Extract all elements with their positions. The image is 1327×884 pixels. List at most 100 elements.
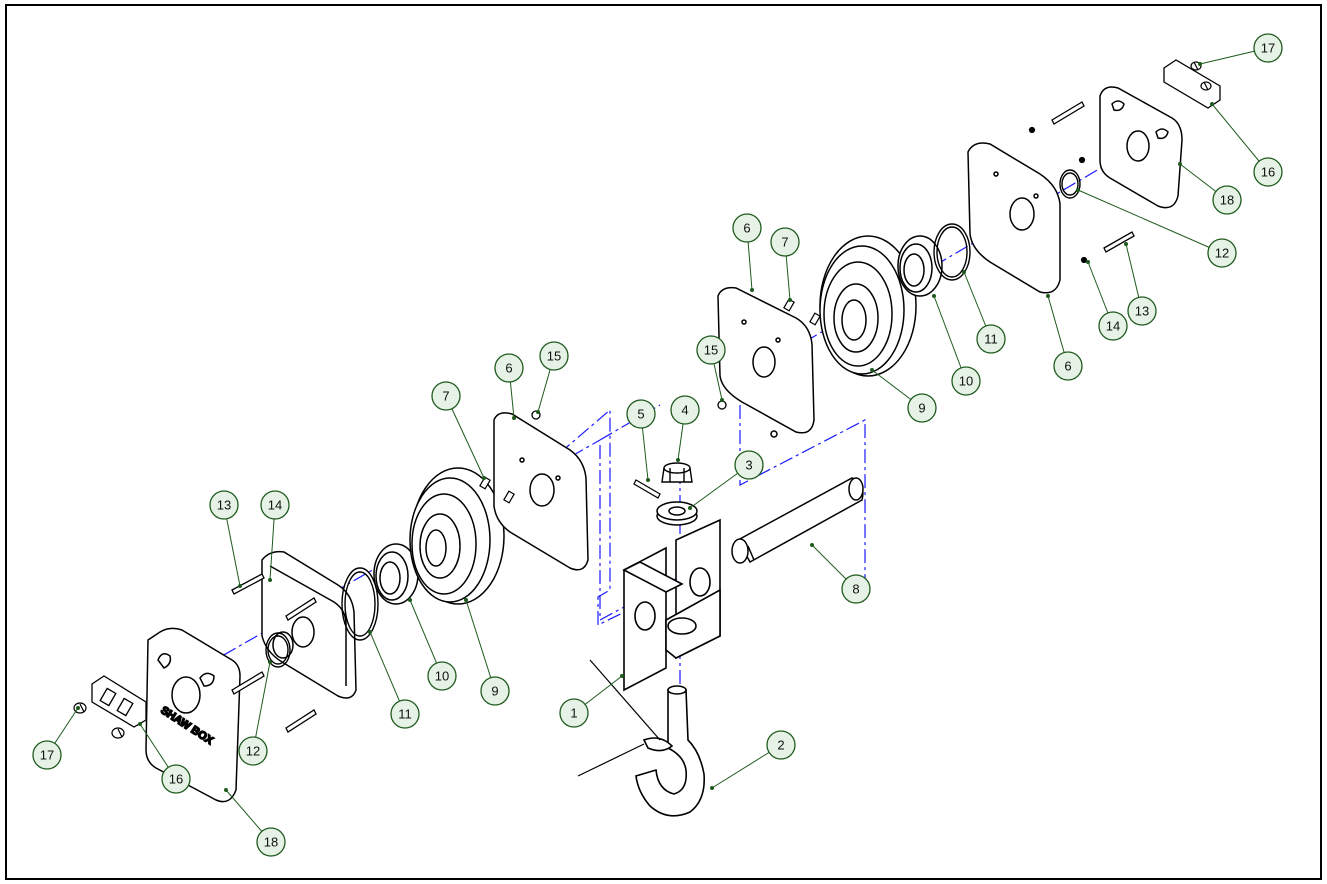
callout-leader-dot [1198,62,1202,66]
callout-label: 11 [398,707,412,722]
callout-leader-dot [368,630,372,634]
callout-15: 15 [536,341,569,414]
callout-balloon [390,699,420,729]
callout-balloon [238,736,268,766]
callout-leader-dot [720,398,724,402]
callout-balloon [256,827,286,857]
callout-1: 1 [559,674,624,728]
callout-label: 10 [959,374,973,389]
callout-leader [1077,189,1223,254]
hook-block [622,518,721,692]
callout-8: 8 [810,543,871,604]
callout-leader-dot [1178,162,1182,166]
callout-leader-dot [224,788,228,792]
callout-label: 17 [1261,41,1275,56]
callout-label: 7 [442,389,449,404]
callout-leader-dot [870,368,874,372]
callout-leader-dot [238,584,242,588]
callout-15: 15 [696,335,726,402]
callout-balloon [670,395,700,425]
callout-leader [933,295,967,382]
callout-balloon [559,698,589,728]
callout-14: 14 [1086,260,1128,341]
callout-label: 16 [169,772,183,787]
callout-label: 15 [704,343,718,358]
callout-label: 3 [745,458,752,473]
callout-balloon [209,490,239,520]
inner-right-side-plate [717,286,815,438]
callout-balloon [976,324,1006,354]
callout-label: 1 [570,706,577,721]
thrust-washer [656,501,698,526]
callout-18: 18 [224,788,286,857]
callout-14: 14 [260,490,290,582]
callout-leader-dot [408,598,412,602]
callout-balloon [626,399,656,429]
callout-balloon [260,490,290,520]
callout-label: 18 [264,835,278,850]
callout-balloon [841,574,871,604]
right-nut-15 [717,400,727,410]
callout-7: 7 [431,381,486,480]
callout-16: 16 [138,722,191,794]
callout-balloon [1207,238,1237,268]
callout-leader-dot [932,294,936,298]
callout-11: 11 [368,630,420,729]
callout-balloon [539,341,569,371]
callout-leader-dot [788,298,792,302]
callout-balloon [431,381,461,411]
callout-leader-dot [268,578,272,582]
callout-balloon [732,213,762,243]
callout-17: 17 [1198,33,1283,66]
callout-balloon [494,353,524,383]
drawing-border [5,4,1322,880]
callout-leader [369,631,406,715]
callout-leader-dot [1076,188,1080,192]
callout-13: 13 [1124,242,1157,326]
right-cover-plate [1099,86,1183,209]
callout-label: 12 [1215,246,1229,261]
callout-6: 6 [1046,294,1083,381]
callout-leader-dot [750,288,754,292]
callout-label: 11 [984,332,998,347]
left-bearing [373,543,419,605]
callout-leader-dot [710,786,714,790]
callout-label: 15 [547,349,561,364]
callout-12: 12 [1076,188,1237,268]
callout-leader-dot [482,476,486,480]
outer-right-side-plate [967,142,1061,294]
callout-balloon [1053,351,1083,381]
callout-label: 8 [852,582,859,597]
callout-9: 9 [870,368,937,423]
left-cover-plate: SHAW BOX [145,627,241,803]
callout-leader-dot [138,722,142,726]
callout-label: 6 [743,221,750,236]
callout-label: 5 [637,407,644,422]
callout-13: 13 [209,490,242,588]
callout-label: 14 [1106,319,1120,334]
callout-11: 11 [962,270,1006,354]
callout-label: 2 [777,738,784,753]
callout-leader-dot [536,410,540,414]
right-bolts [1051,101,1135,253]
callout-balloon [480,676,510,706]
left-pins [479,476,515,504]
callout-balloon [1127,296,1157,326]
callout-leader-dot [1210,102,1214,106]
callout-balloon [951,366,981,396]
callout-leader-dot [962,270,966,274]
right-bearing [897,235,943,297]
callout-balloon [427,661,457,691]
callout-balloon [1098,311,1128,341]
callout-label: 18 [1220,193,1234,208]
right-tag-plate [1163,59,1221,109]
left-sheave [409,467,505,605]
callout-label: 10 [435,669,449,684]
inner-left-side-plate [493,412,589,571]
callout-4: 4 [670,395,700,462]
right-snap-ring-11 [933,223,971,281]
callout-10: 10 [408,598,457,691]
callout-label: 6 [1064,359,1071,374]
callout-leader-dot [676,458,680,462]
